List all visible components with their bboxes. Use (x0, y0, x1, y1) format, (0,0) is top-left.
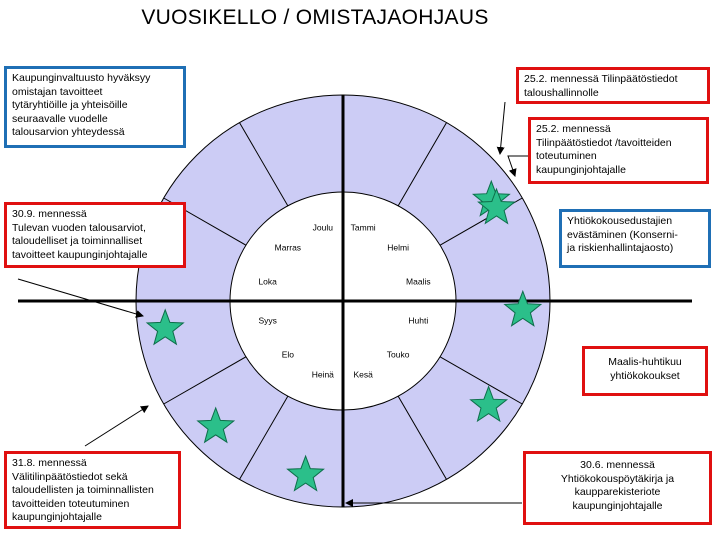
month-label: Touko (387, 350, 410, 360)
month-label: Tammi (351, 223, 376, 233)
arrow-feb-a (496, 101, 506, 155)
box-agm-period: Maalis-huhtikuu yhtiökokoukset (582, 346, 708, 396)
month-label: Maalis (406, 276, 431, 286)
box-sep-budget: 30.9. mennessä Tulevan vuoden talousarvi… (4, 202, 186, 268)
month-label: Huhti (408, 316, 428, 326)
month-label: Elo (282, 350, 295, 360)
box-feb-finance: 25.2. mennessä Tilinpäätöstiedot taloush… (516, 67, 710, 104)
box-aug-interim: 31.8. mennessä Välitilinpäätöstiedot sek… (4, 451, 181, 529)
month-label: Marras (275, 242, 301, 252)
star-marker (477, 187, 516, 225)
month-label: Loka (258, 276, 277, 286)
box-feb-mayor: 25.2. mennessä Tilinpäätöstiedot /tavoit… (528, 117, 709, 184)
star-marker (469, 385, 509, 423)
month-label: Heinä (312, 369, 334, 379)
arrow-aug (84, 405, 149, 447)
box-jun-minutes: 30.6. mennessä Yhtiökokouspöytäkirja ja … (523, 451, 712, 525)
star-marker (145, 308, 185, 346)
box-shareholder-guidance: Yhtiökokousedustajien evästäminen (Konse… (559, 209, 711, 268)
month-label: Joulu (313, 223, 334, 233)
page-title: VUOSIKELLO / OMISTAJAOHJAUS (141, 6, 489, 29)
month-label: Kesä (354, 369, 374, 379)
star-marker (286, 454, 325, 492)
star-marker (196, 406, 236, 444)
star-markers (145, 179, 543, 492)
arrow-feb-b (507, 155, 530, 177)
month-label: Syys (258, 316, 276, 326)
month-label: Helmi (387, 242, 409, 252)
star-marker (503, 289, 543, 327)
arrow-sep (17, 278, 144, 318)
box-city-council: Kaupunginvaltuusto hyväksyy omistajan ta… (4, 66, 186, 148)
